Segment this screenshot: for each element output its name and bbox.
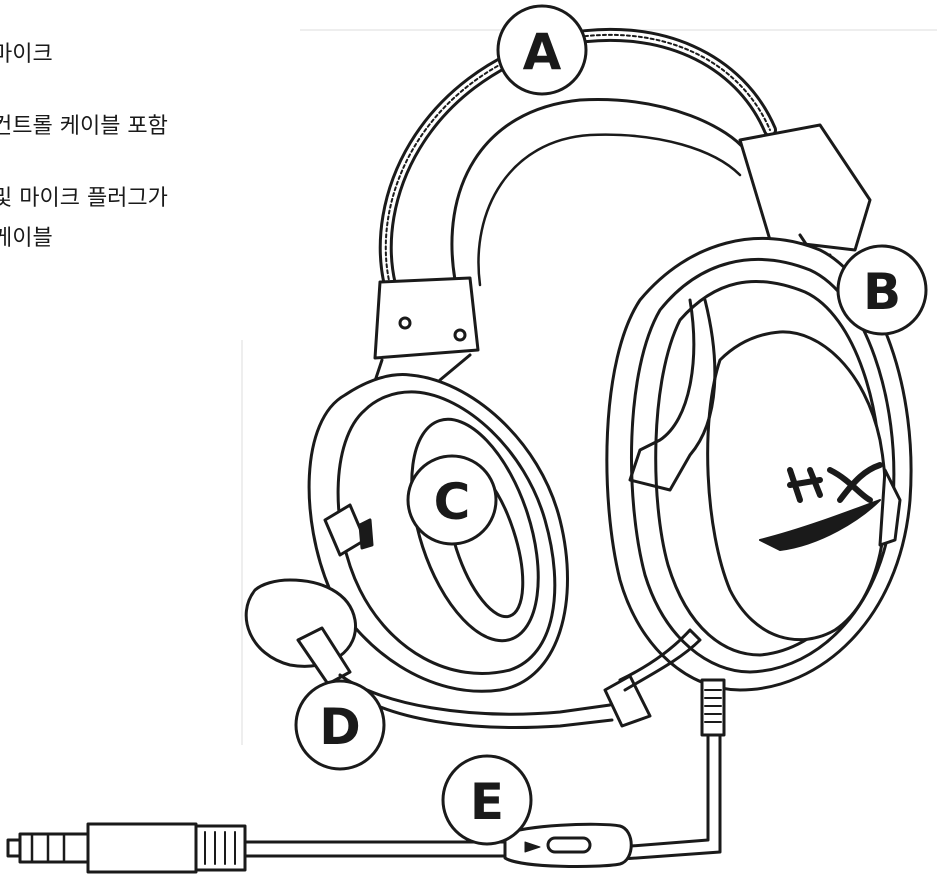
- hx-logo: [759, 462, 883, 551]
- callout-c: C: [406, 454, 498, 546]
- inline-control: [503, 822, 633, 868]
- svg-text:D: D: [319, 698, 361, 756]
- callout-b: B: [836, 244, 928, 336]
- legend-line-2: 컨트롤 케이블 포함: [0, 114, 168, 139]
- svg-text:B: B: [863, 263, 901, 321]
- callout-e: E: [441, 754, 533, 846]
- audio-plug: [6, 822, 247, 874]
- svg-text:C: C: [434, 473, 471, 531]
- svg-text:E: E: [470, 773, 504, 831]
- callout-d: D: [294, 679, 386, 771]
- legend-line-3: 및 마이크 플러그가: [0, 186, 168, 211]
- svg-text:A: A: [523, 23, 562, 81]
- left-slider: [348, 276, 480, 397]
- legend-line-1: 마이크: [0, 42, 53, 67]
- microphone: [244, 578, 702, 729]
- main-cable: [243, 840, 507, 858]
- legend-line-4: 케이블: [0, 226, 53, 251]
- callout-a: A: [496, 4, 588, 96]
